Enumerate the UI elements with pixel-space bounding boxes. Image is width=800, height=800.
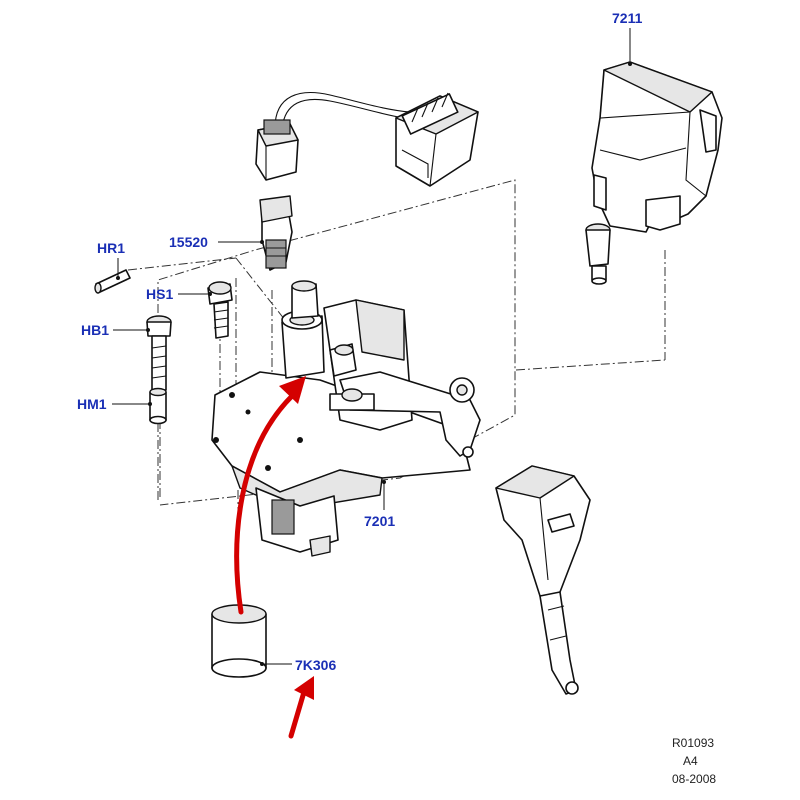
callout-7k306: 7K306 (295, 657, 336, 673)
selector-assembly-7201 (211, 280, 481, 557)
callout-7211: 7211 (612, 10, 643, 26)
bushing-7k306 (211, 604, 267, 678)
paper-size: A4 (683, 754, 698, 768)
bolt-hb1 (146, 315, 172, 391)
screw-hs1 (207, 281, 233, 339)
callout-15520: 15520 (169, 234, 208, 250)
callout-hr1: HR1 (97, 240, 125, 256)
sensor-15520 (259, 195, 293, 271)
bushing-under-7211 (585, 223, 611, 285)
leader-lines (112, 28, 632, 666)
drawing-date: 08-2008 (672, 772, 716, 786)
callout-hm1: HM1 (77, 396, 107, 412)
drawing-reference: R01093 (672, 736, 714, 750)
highlight-arrow-pointer (288, 676, 314, 739)
roll-pin-hr1 (94, 269, 131, 294)
highlight-arrow-install (234, 376, 306, 615)
cover-housing-7211 (591, 61, 723, 233)
connector-plug-large (395, 92, 479, 187)
connector-plug-small (255, 119, 299, 181)
callout-hb1: HB1 (81, 322, 109, 338)
selector-arm (495, 465, 591, 695)
spacer-hm1 (149, 387, 167, 425)
callout-hs1: HS1 (146, 286, 173, 302)
wiring-harness (255, 92, 479, 187)
callout-7201: 7201 (364, 513, 395, 529)
